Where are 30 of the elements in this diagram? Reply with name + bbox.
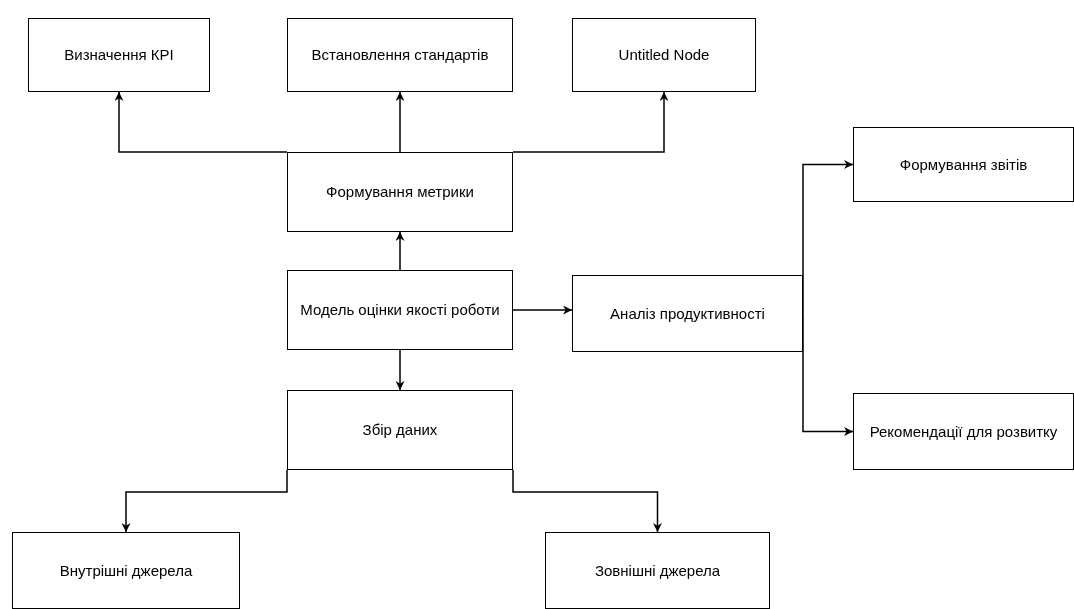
node-label: Встановлення стандартів — [311, 45, 489, 65]
arrow — [114, 91, 288, 153]
node-label: Аналіз продуктивності — [610, 303, 765, 324]
node-label: Збір даних — [362, 420, 438, 440]
process-box — [572, 275, 803, 352]
arrow — [395, 349, 405, 391]
node-label: Зовнішні джерела — [594, 560, 721, 581]
arrow — [395, 231, 405, 271]
process-box — [28, 18, 210, 92]
process-box — [287, 390, 513, 470]
arrow — [512, 91, 669, 153]
node-label: Untitled Node — [618, 45, 710, 65]
arrow — [395, 91, 405, 153]
process-box — [545, 532, 770, 609]
arrow — [512, 469, 662, 533]
arrow — [512, 305, 573, 315]
process-box — [853, 393, 1074, 470]
process-box — [572, 18, 756, 92]
node-label: Визначення КРІ — [64, 45, 174, 65]
node-label: Формування метрики — [326, 182, 474, 202]
process-box — [287, 18, 513, 92]
process-box — [12, 532, 240, 609]
arrow — [121, 469, 288, 533]
process-box — [287, 270, 513, 350]
node-label: Формування звітів — [899, 154, 1028, 175]
node-label: Внутрішні джерела — [59, 560, 193, 581]
process-box — [853, 127, 1074, 202]
node-label: Рекомендації для розвитку — [869, 421, 1058, 442]
process-box — [287, 152, 513, 232]
node-label: Модель оцінки якості роботи — [300, 300, 500, 320]
